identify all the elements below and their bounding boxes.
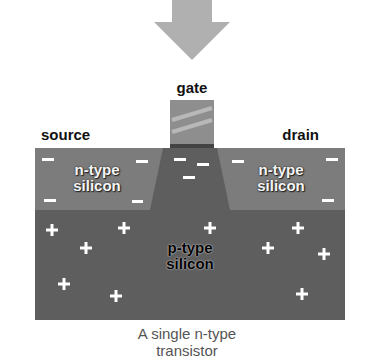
n-type-region: drainn-type silicon xyxy=(217,148,345,210)
p-substrate xyxy=(35,148,345,320)
terminal-label: source xyxy=(41,127,90,143)
region-label: n-type silicon xyxy=(65,162,129,194)
holes xyxy=(46,222,330,302)
drain-region xyxy=(217,148,345,210)
gate-box: gate xyxy=(170,100,214,148)
terminal-label: drain xyxy=(282,127,319,143)
n-type-region: sourcen-type silicon xyxy=(35,148,157,210)
gate-oxide xyxy=(170,144,214,148)
electrons xyxy=(42,158,338,203)
region-label: n-type silicon xyxy=(249,162,313,194)
p-type-region: p-type siliconsourcen-type silicon drainn… xyxy=(35,148,345,320)
region-label: p-type silicon xyxy=(158,240,222,272)
gate-electrode xyxy=(170,100,214,148)
source-region xyxy=(35,148,163,210)
terminal-label: gate xyxy=(177,80,208,96)
caption: A single n-type transistor xyxy=(117,325,257,359)
field-arrow xyxy=(154,0,230,60)
gate-shading xyxy=(172,108,212,132)
